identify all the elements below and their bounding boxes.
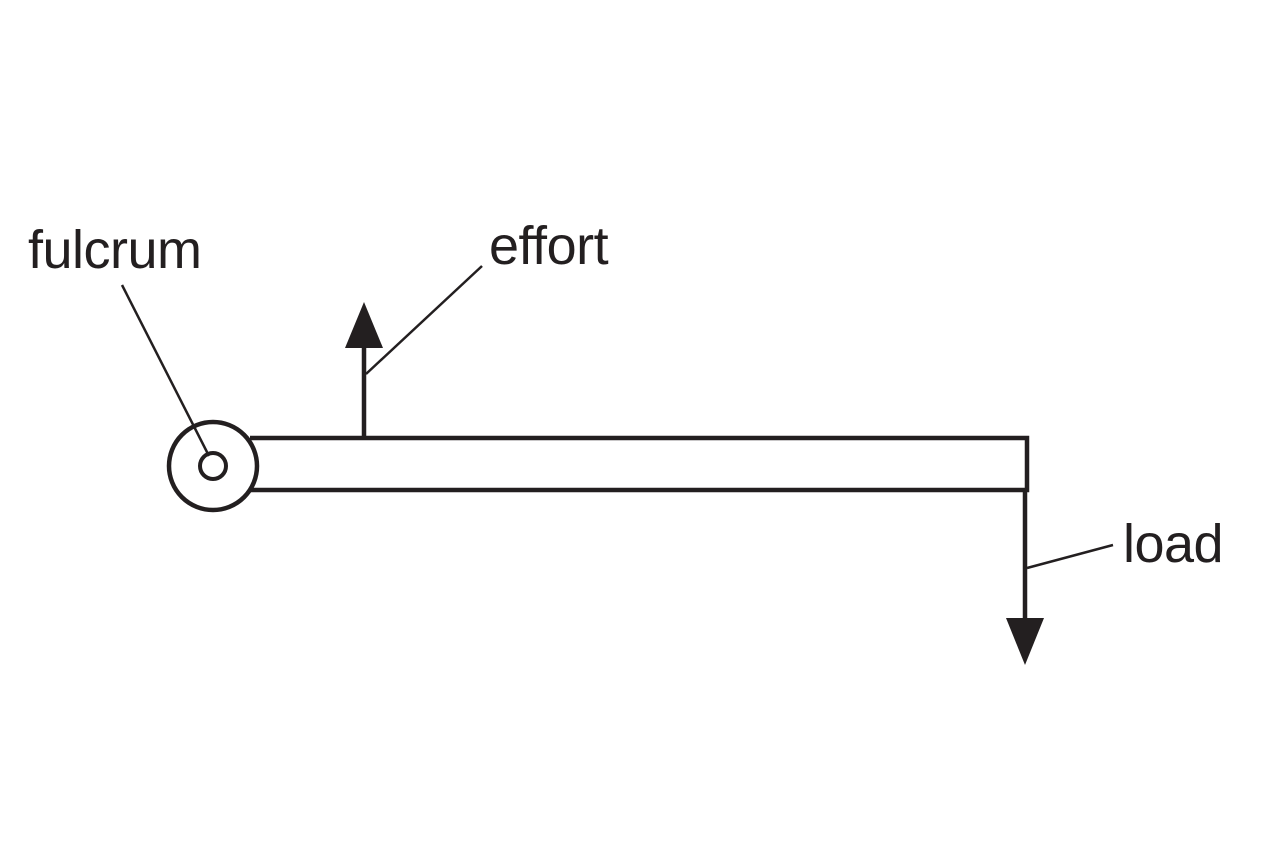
effort-arrow bbox=[345, 302, 383, 437]
fulcrum-outer-circle bbox=[166, 419, 260, 513]
effort-arrowhead bbox=[345, 302, 383, 348]
fulcrum-pivot bbox=[166, 419, 260, 513]
effort-leader-line bbox=[365, 265, 483, 375]
fulcrum-label: fulcrum bbox=[28, 220, 202, 280]
load-leader-line bbox=[1026, 543, 1114, 570]
fulcrum-leader-line bbox=[120, 284, 211, 457]
fulcrum-inner-circle bbox=[198, 451, 228, 481]
lever-bar bbox=[250, 435, 1030, 493]
load-label: load bbox=[1123, 514, 1223, 574]
load-arrowhead bbox=[1006, 618, 1044, 665]
load-arrow bbox=[1006, 490, 1044, 665]
effort-label: effort bbox=[489, 216, 609, 276]
